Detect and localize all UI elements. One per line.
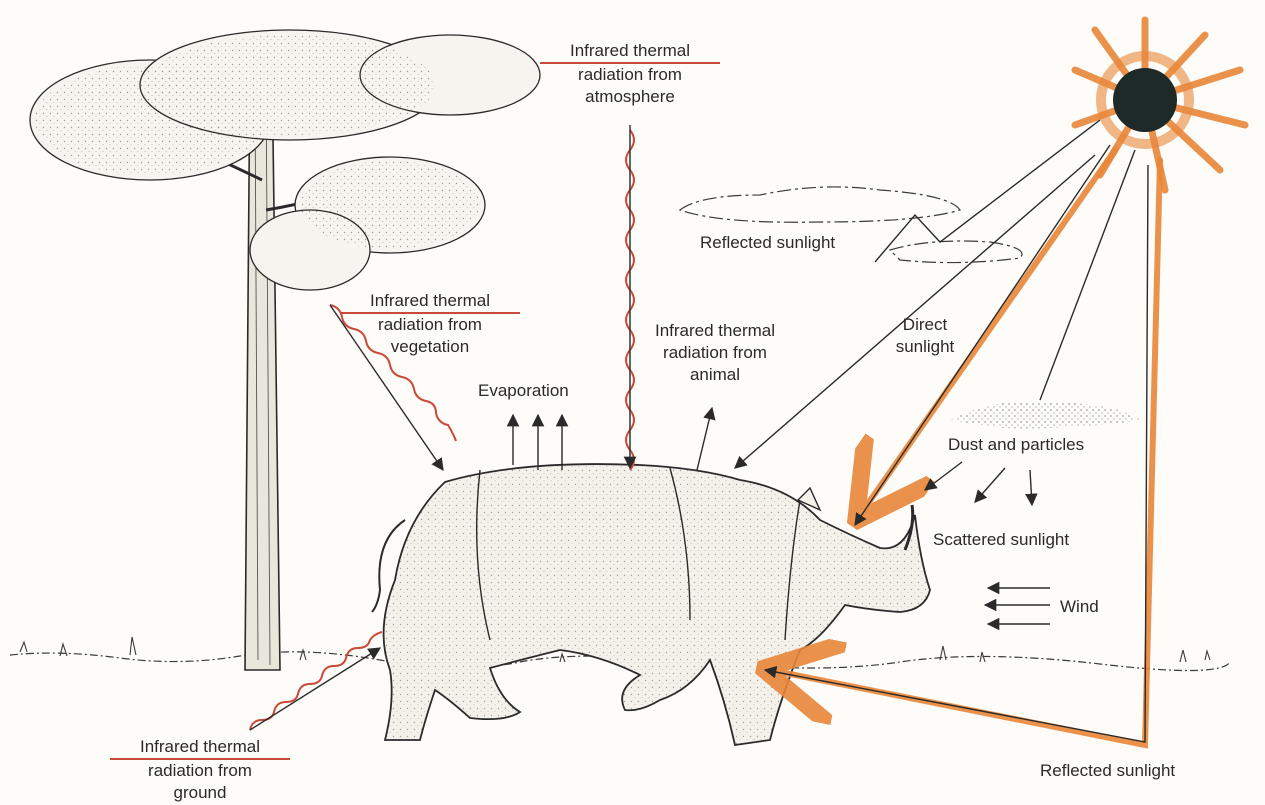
label-vegetation-line-2: radiation from <box>340 314 520 336</box>
label-direct-sunlight: Direct sunlight <box>880 314 970 358</box>
label-wind: Wind <box>1060 596 1099 618</box>
label-ground-line-1: Infrared thermal <box>110 736 290 760</box>
label-direct-line-2: sunlight <box>880 336 970 358</box>
label-evaporation: Evaporation <box>478 380 569 402</box>
label-vegetation-line-1: Infrared thermal <box>340 290 520 314</box>
label-animal-line-2: radiation from <box>630 342 800 364</box>
label-animal-line-1: Infrared thermal <box>630 320 800 342</box>
label-ground-line-2: radiation from <box>110 760 290 782</box>
label-reflected-cloud: Reflected sunlight <box>700 232 835 254</box>
label-vegetation-line-3: vegetation <box>340 336 520 358</box>
label-animal-line-3: animal <box>630 364 800 386</box>
label-scattered: Scattered sunlight <box>933 529 1069 551</box>
label-atmosphere: Infrared thermal radiation from atmosphe… <box>540 40 720 108</box>
dust-cloud <box>950 401 1140 428</box>
label-ground: Infrared thermal radiation from ground <box>110 736 290 804</box>
label-direct-line-1: Direct <box>880 314 970 336</box>
label-atmosphere-line-1: Infrared thermal <box>540 40 720 64</box>
label-dust: Dust and particles <box>948 434 1084 456</box>
rhinoceros-icon <box>372 464 930 745</box>
label-vegetation: Infrared thermal radiation from vegetati… <box>340 290 520 358</box>
label-atmosphere-line-3: atmosphere <box>540 86 720 108</box>
label-ground-line-3: ground <box>110 782 290 804</box>
label-animal: Infrared thermal radiation from animal <box>630 320 800 386</box>
label-atmosphere-line-2: radiation from <box>540 64 720 86</box>
label-reflected-ground: Reflected sunlight <box>1040 760 1175 782</box>
